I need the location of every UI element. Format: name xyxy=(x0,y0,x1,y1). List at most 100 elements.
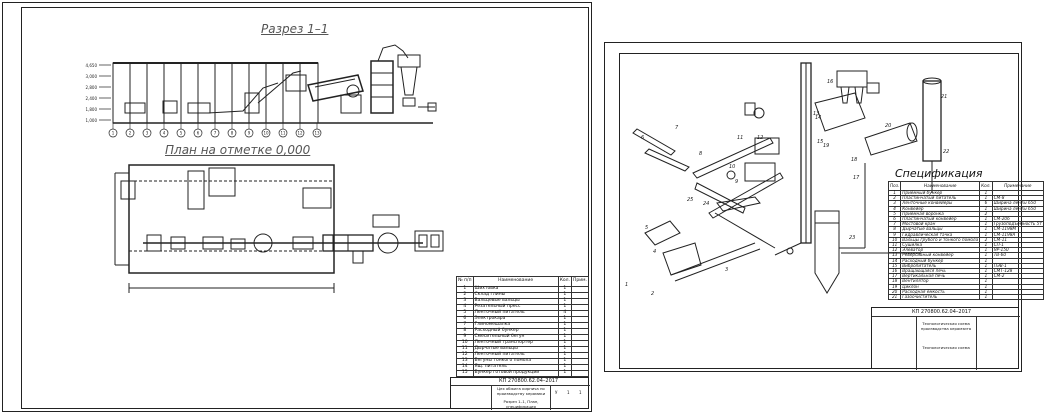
callout-label: 3 xyxy=(725,267,728,273)
axis-bubble xyxy=(176,128,186,138)
callout-label: 5 xyxy=(645,225,648,231)
table-cell: 1 xyxy=(557,370,573,377)
left-title-block: КП 270800.62.04–2017 Цех обжига кирпича … xyxy=(450,377,590,410)
table-cell: Вертикальная печь xyxy=(900,273,981,280)
axis-number: 10 xyxy=(263,131,269,136)
elevation-label: 2,800 xyxy=(86,85,98,90)
elevation-label: 3,000 xyxy=(86,74,98,79)
table-header-cell: Наименование xyxy=(472,276,559,287)
axis-bubble xyxy=(159,128,169,138)
callout-label: 8 xyxy=(699,151,702,157)
callout-label: 17 xyxy=(853,175,860,181)
section-title: Разрез 1–1 xyxy=(261,22,329,36)
axis-number: 11 xyxy=(280,131,286,136)
callout-label: 21 xyxy=(941,94,947,100)
elevation-label: 2,400 xyxy=(86,96,98,101)
callout-label: 14 xyxy=(815,115,821,121)
left-title-code: КП 270800.62.04–2017 xyxy=(499,378,559,384)
callout-label: 1 xyxy=(625,282,628,288)
right-spec-title: Спецификация xyxy=(895,167,983,180)
elevation-marks: 4,650 3,000 2,800 2,400 1,800 1,000 xyxy=(86,63,111,123)
axis-bubble xyxy=(210,128,220,138)
callout-label: 12 xyxy=(757,135,763,141)
plan-title: План на отметке 0,000 xyxy=(165,143,311,157)
table-cell xyxy=(991,294,1044,301)
table-cell: 1 xyxy=(979,294,993,301)
elevation-label: 4,650 xyxy=(86,63,98,68)
axis-number: 12 xyxy=(297,131,303,136)
axis-number: 1 xyxy=(112,131,115,136)
callout-label: 13 xyxy=(813,111,819,117)
callout-label: 20 xyxy=(885,123,891,129)
axis-bubble xyxy=(278,128,288,138)
callout-label: 9 xyxy=(735,179,738,185)
axis-number: 3 xyxy=(146,131,149,136)
plan-drawing xyxy=(114,164,444,293)
callout-label: 10 xyxy=(729,164,735,170)
table-header-cell: Прим. xyxy=(571,276,589,287)
axis-number: 6 xyxy=(197,131,200,136)
left-title-sheet-name: Разрез 1–1, План, спецификация xyxy=(503,399,539,409)
callout-label: 23 xyxy=(849,235,855,241)
callout-label: 15 xyxy=(817,139,823,145)
table-cell: Расходная ёмкость xyxy=(900,288,981,296)
table-header-cell: Примечание xyxy=(991,181,1044,191)
axis-number: 5 xyxy=(180,131,183,136)
axis-number: 13 xyxy=(314,131,320,136)
table-cell: Пластинчатый конвейер xyxy=(900,215,981,223)
callout-label: 22 xyxy=(943,149,949,155)
axis-bubble xyxy=(193,128,203,138)
axis-bubble xyxy=(125,128,135,138)
axis-bubble xyxy=(312,128,322,138)
callout-label: 2 xyxy=(651,291,654,297)
axis-number: 4 xyxy=(163,131,166,136)
table-cell: Ширина ленты 650 xyxy=(991,205,1044,212)
callout-label: 16 xyxy=(827,79,833,85)
axis-number: 7 xyxy=(214,131,217,136)
axis-bubble xyxy=(261,128,271,138)
left-title-stage: У xyxy=(555,390,558,395)
callout-label: 25 xyxy=(687,197,693,203)
table-cell: Газоочиститель xyxy=(900,294,981,301)
callout-label: 4 xyxy=(653,249,656,255)
table-cell xyxy=(571,370,589,377)
table-cell: Расходный бункер xyxy=(900,257,981,264)
table-cell: Вальцы грубого и тонкого помола xyxy=(900,236,981,244)
table-header-cell: № п/п xyxy=(456,276,474,287)
right-title-sheet-name: Технологическая схема xyxy=(922,345,970,350)
callout-label: 19 xyxy=(823,143,829,149)
callout-label: 7 xyxy=(675,125,679,131)
callout-label: 6 xyxy=(641,135,644,141)
axis-bubble xyxy=(108,128,118,138)
elevation-label: 1,800 xyxy=(86,107,98,112)
axis-bubble xyxy=(227,128,237,138)
elevation-label: 1,000 xyxy=(86,118,98,123)
axis-number: 8 xyxy=(231,131,234,136)
table-cell: Бункер готовой продукции xyxy=(472,370,559,377)
table-cell: Ленточные конвейеры xyxy=(900,200,981,207)
sheet-inner-frame xyxy=(21,7,589,409)
axis-number: 2 xyxy=(129,131,132,136)
left-title-description: Цех обжига кирпича по производству керам… xyxy=(496,386,546,396)
right-title-code: КП 270800.62.04–2017 xyxy=(912,309,972,315)
axis-bubble xyxy=(295,128,305,138)
table-cell: 21 xyxy=(887,294,902,301)
left-title-sheet: 1 xyxy=(567,390,570,395)
table-header-cell: Кол. xyxy=(557,276,573,287)
axis-number: 9 xyxy=(248,131,251,136)
table-cell: Грузоподъёмность 5т xyxy=(991,221,1044,228)
right-title-block: КП 270800.62.04–2017 Технологическая схе… xyxy=(871,307,1020,370)
callout-label: 18 xyxy=(851,157,857,163)
